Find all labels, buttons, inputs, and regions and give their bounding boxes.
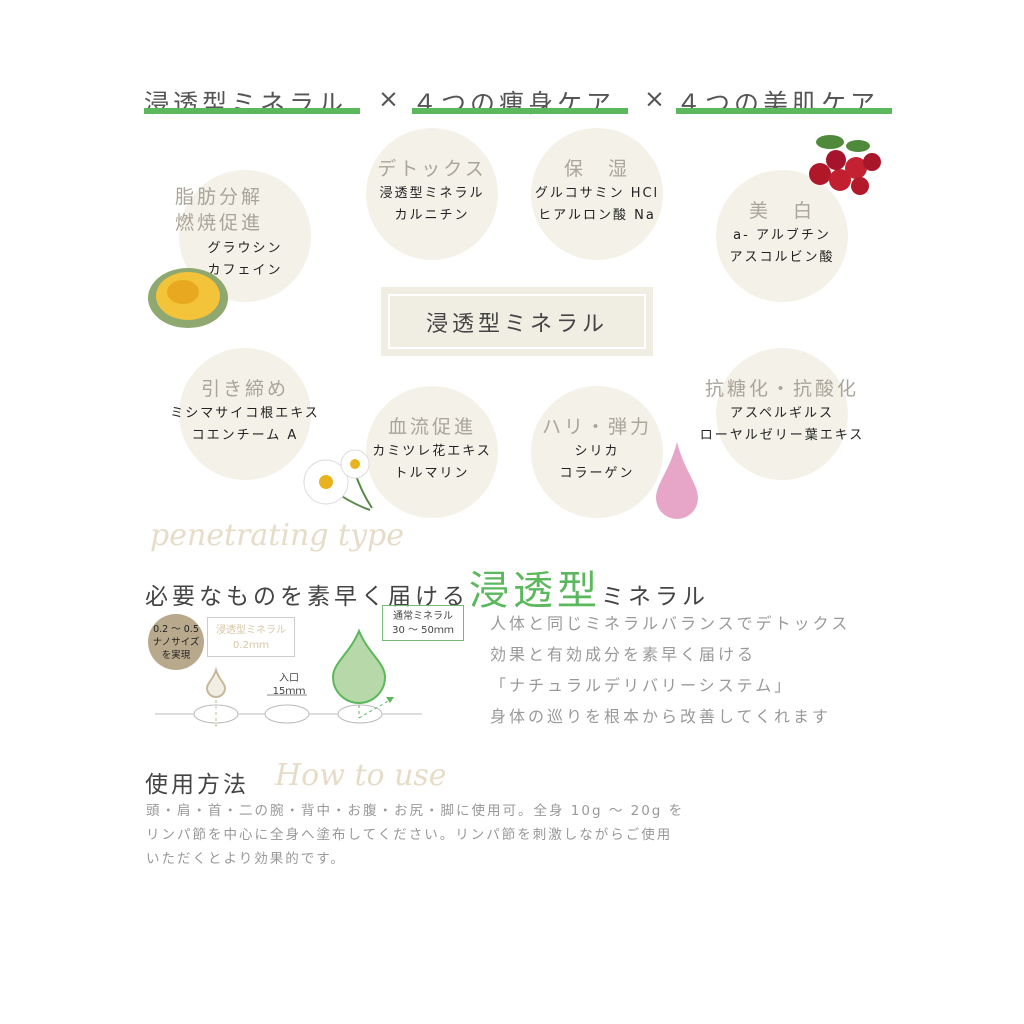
entrance-label: 入口 15ｍｍ [272,673,306,697]
ingredient-circle [366,128,498,260]
circle-ingredients: a- アルブチンアスコルビン酸 [682,225,882,269]
penetrating-mineral-bubble: 浸透型ミネラル 0.2ｍｍ [207,617,295,657]
center-label: 浸透型ミネラル [388,294,646,349]
heading-post: ミネラル [601,584,709,610]
times: × [644,84,669,113]
ingredient-circle [531,128,663,260]
circle-ingredients: シリカコラーゲン [497,441,697,485]
usage-heading: 使用方法 [145,772,249,798]
ingredient: カフェイン [207,263,283,278]
ingredient: アスペルギルス [729,406,835,421]
center-label-box: 浸透型ミネラル [381,287,653,356]
heading-accent: 浸透型 [469,568,601,614]
circle-ingredients: グラウシンカフェイン [145,238,345,282]
circle-ingredients: グルコサミン HCl ヒアルロン酸 Na [497,183,697,227]
yellow-flower-image [148,268,228,328]
circle-ingredients: アスペルギルスローヤルゼリー葉エキス [682,403,882,447]
penetration-diagram [155,628,422,730]
usage-line: 頭・肩・首・二の腕・背中・お腹・お尻・脚に使用可。全身 10g ～ 20g を [146,803,685,819]
circle-ingredients: 浸透型ミネラルカルニチン [332,183,532,227]
usage-line: いただくとより効果的です。 [146,851,346,867]
pink-droplet-image [656,442,698,519]
nano-size-badge: 0.2 ～ 0.5 ナノサイズ を実現 [148,614,204,670]
ingredient: カルニチン [394,208,470,223]
circle-title: ハリ・弾力 [541,416,652,438]
ingredient: コラーゲン [559,466,635,481]
ingredient-circle [716,170,848,302]
ingredient: ヒアルロン酸 Na [538,208,656,223]
usage-text: 頭・肩・首・二の腕・背中・お腹・お尻・脚に使用可。全身 10g ～ 20g をリ… [146,799,684,871]
circle-title: デトックス [377,158,487,180]
underline [676,108,892,114]
cranberry-image [809,135,881,195]
ingredient: a- アルブチン [733,228,831,243]
circle-title: 保 湿 [563,158,630,180]
ingredient: シリカ [574,444,620,459]
header-part1: 浸透型ミネラル [144,89,348,118]
paragraph-line: 効果と有効成分を素早く届ける [490,645,757,664]
usage-line: リンパ節を中心に全身へ塗布してください。リンパ節を刺激しながらご使用 [146,827,673,843]
paragraph-line: 身体の巡りを根本から改善してくれます [490,707,832,726]
ingredient: 浸透型ミネラル [379,186,485,201]
ingredient: ミシマサイコ根エキス [170,406,320,421]
circle-title: 抗糖化・抗酸化 [704,378,859,400]
ingredient: ローヤルゼリー葉エキス [699,428,865,443]
paragraph-line: 人体と同じミネラルバランスでデトックス [490,614,851,633]
ingredient-circle [531,386,663,518]
circle-title: 血流促進 [387,416,476,438]
script-how-to-use: How to use [275,758,447,793]
ingredient: アスコルビン酸 [729,250,835,265]
circle-title: 引き締め [200,378,289,400]
ingredient: グルコサミン HCl [534,186,660,201]
ingredient-circle [716,348,848,480]
underline [144,108,360,114]
circle-ingredients: ミシマサイコ根エキスコエンチーム A [145,403,345,447]
underline [412,108,628,114]
circle-ingredients: カミツレ花エキストルマリン [332,441,532,485]
times: × [378,84,403,113]
script-penetrating-type: penetrating type [150,518,404,553]
normal-mineral-bubble: 通常ミネラル 30 ～ 50ｍｍ [382,605,464,641]
circle-title: 美 白 [748,200,815,222]
chamomile-image [303,449,373,511]
ingredient: カミツレ花エキス [372,444,492,459]
ingredient: トルマリン [394,466,470,481]
paragraph-line: 「ナチュラルデリバリーシステム」 [490,676,794,695]
header-part3: ４つの美肌ケア [676,89,880,118]
ingredient: コエンチーム A [191,428,299,443]
ingredient-circle [179,348,311,480]
circle-title: 脂肪分解 燃焼促進 [175,186,264,234]
header-part2: ４つの痩身ケア [412,89,616,118]
ingredient: グラウシン [207,241,283,256]
ingredient-circle [366,386,498,518]
description-paragraph: 人体と同じミネラルバランスでデトックス効果と有効成分を素早く届ける「ナチュラルデ… [490,608,850,732]
